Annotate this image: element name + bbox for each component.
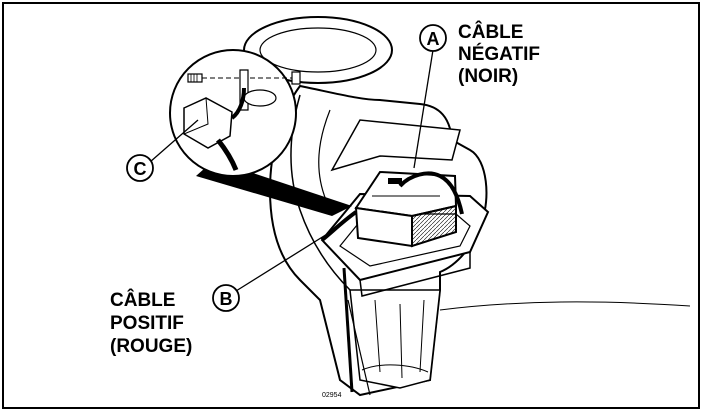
callout-b-line-1: CÂBLE — [110, 289, 175, 311]
callout-b-line-3: (ROUGE) — [110, 336, 192, 357]
callout-a-line-3: (NOIR) — [458, 66, 518, 87]
callout-c: C — [126, 119, 199, 182]
callout-a-letter: A — [427, 29, 440, 49]
figure-number: 02954 — [322, 392, 342, 399]
ground-line — [439, 301, 691, 311]
callout-b-line-2: POSITIF — [110, 313, 184, 334]
callout-b-letter: B — [220, 289, 233, 309]
battery — [354, 170, 458, 248]
callout-a-line-1: CÂBLE — [458, 21, 523, 43]
steering-wheel — [243, 16, 393, 84]
callout-b: B CÂBLE POSITIF (ROUGE) — [110, 225, 341, 357]
callout-c-letter: C — [134, 159, 147, 179]
callout-a-line-2: NÉGATIF — [458, 43, 540, 65]
detail-inset — [169, 49, 301, 177]
callout-a: A CÂBLE NÉGATIF (NOIR) — [413, 21, 540, 169]
positive-cable — [320, 210, 358, 242]
negative-cable — [398, 171, 464, 215]
